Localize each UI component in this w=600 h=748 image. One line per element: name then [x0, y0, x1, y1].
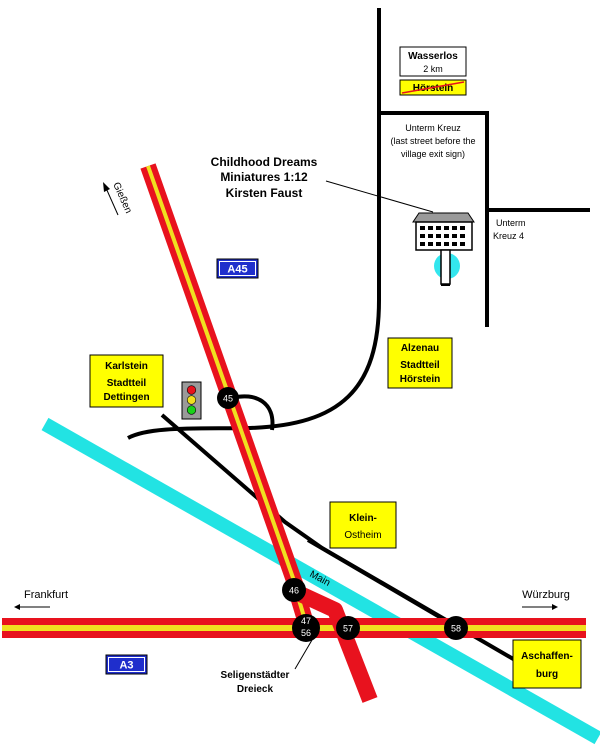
svg-text:Miniatures 1:12: Miniatures 1:12	[220, 170, 308, 184]
svg-text:Stadtteil: Stadtteil	[400, 360, 440, 371]
svg-text:Ostheim: Ostheim	[344, 530, 381, 541]
house-icon	[412, 212, 475, 286]
direction-frankfurt: Frankfurt	[14, 589, 68, 610]
junction-57: 57	[336, 616, 360, 640]
svg-text:Dettingen: Dettingen	[103, 392, 149, 403]
svg-text:56: 56	[301, 628, 311, 638]
svg-text:Karlstein: Karlstein	[105, 361, 148, 372]
svg-text:Alzenau: Alzenau	[401, 343, 439, 354]
shield-a3: A3	[105, 654, 148, 675]
motorway-connector-b8	[292, 584, 378, 703]
place-box-karlstein: Karlstein Stadtteil Dettingen	[89, 354, 164, 408]
title-leader-line	[325, 180, 434, 213]
svg-text:45: 45	[223, 394, 233, 404]
road-link-kleinostheim	[306, 538, 457, 628]
svg-text:Stadtteil: Stadtteil	[107, 378, 147, 389]
svg-text:Frankfurt: Frankfurt	[24, 589, 68, 601]
local-roads	[127, 8, 590, 662]
svg-text:(last street before the: (last street before the	[390, 136, 475, 146]
traffic-light-icon	[181, 381, 202, 420]
junction-46: 46	[282, 578, 306, 602]
svg-text:Hörstein: Hörstein	[400, 374, 441, 385]
svg-text:Kreuz 4: Kreuz 4	[493, 231, 524, 241]
junctions: 45 46 47 56 57 58	[217, 387, 468, 642]
svg-text:Dreieck: Dreieck	[237, 684, 274, 695]
title-block: Childhood Dreams Miniatures 1:12 Kirsten…	[211, 155, 318, 200]
svg-text:Aschaffen-: Aschaffen-	[521, 651, 573, 662]
svg-text:46: 46	[289, 586, 299, 596]
junction-58: 58	[444, 616, 468, 640]
sign-wasserlos: Wasserlos 2 km	[399, 46, 467, 77]
svg-text:Wasserlos: Wasserlos	[408, 51, 458, 62]
svg-text:village exit sign): village exit sign)	[401, 149, 465, 159]
svg-text:57: 57	[343, 624, 353, 634]
svg-text:burg: burg	[536, 669, 558, 680]
svg-text:Hörstein: Hörstein	[413, 83, 454, 94]
svg-text:Würzburg: Würzburg	[522, 589, 570, 601]
junction-47-56: 47 56	[292, 614, 320, 642]
place-box-alzenau: Alzenau Stadtteil Hörstein	[387, 337, 453, 389]
svg-text:A45: A45	[227, 264, 247, 276]
junction-45: 45	[217, 387, 239, 409]
svg-text:Childhood Dreams: Childhood Dreams	[211, 155, 318, 169]
place-box-aschaffenburg: Aschaffen- burg	[512, 639, 582, 689]
svg-text:Unterm: Unterm	[496, 218, 526, 228]
svg-text:A3: A3	[119, 660, 133, 672]
street-label-unterm-kreuz: Unterm Kreuz (last street before the vil…	[390, 123, 475, 159]
road-unterm-kreuz	[379, 111, 489, 327]
place-box-kleinostheim: Klein- Ostheim	[329, 501, 397, 549]
svg-text:Unterm Kreuz: Unterm Kreuz	[405, 123, 461, 133]
svg-text:Klein-: Klein-	[349, 513, 377, 524]
svg-text:Kirsten Faust: Kirsten Faust	[226, 186, 303, 200]
shield-a45: A45	[216, 258, 259, 279]
svg-text:47: 47	[301, 616, 311, 626]
river-main	[41, 417, 600, 745]
interchange-label: Seligenstädter Dreieck	[221, 639, 313, 695]
svg-text:58: 58	[451, 624, 461, 634]
svg-text:Gießen: Gießen	[110, 181, 133, 215]
street-label-unterm-kreuz-4: Unterm Kreuz 4	[493, 218, 526, 241]
sign-hoerstein-exit: Hörstein	[399, 79, 467, 96]
svg-text:2 km: 2 km	[423, 64, 443, 74]
direction-giessen: Gießen	[103, 181, 134, 216]
svg-text:Seligenstädter: Seligenstädter	[221, 670, 290, 681]
direction-wurzburg: Würzburg	[522, 589, 570, 610]
